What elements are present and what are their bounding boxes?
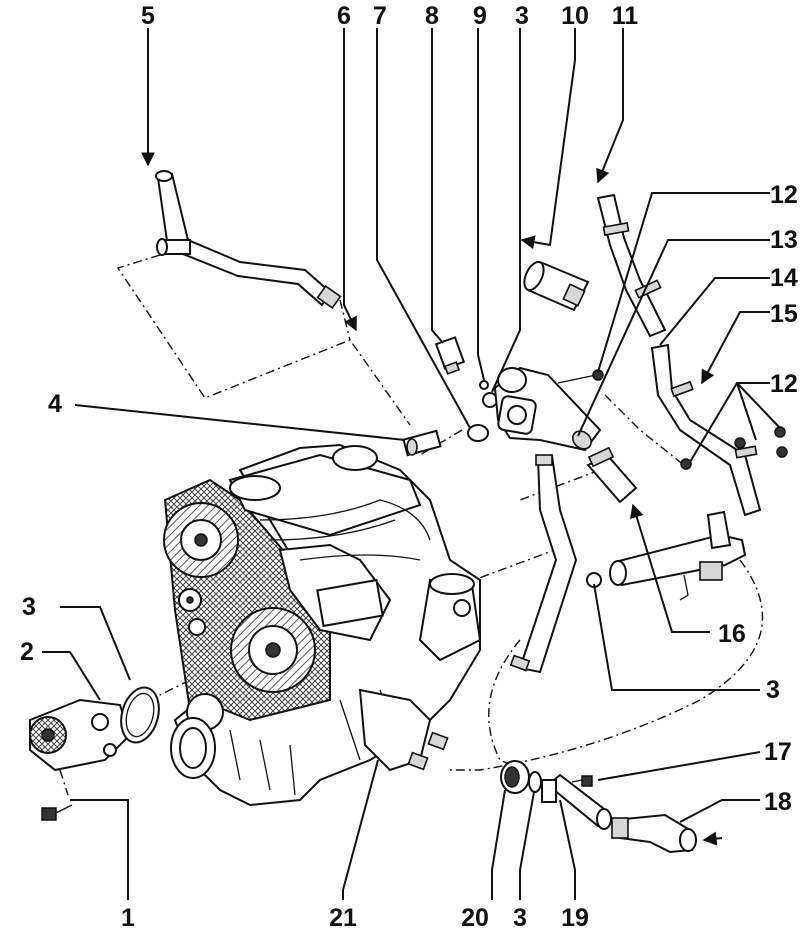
callout-16: 16 — [718, 620, 746, 648]
callout-4: 4 — [48, 390, 62, 418]
gasket-3 — [120, 686, 160, 744]
coolant-flange-13 — [493, 366, 602, 452]
callout-3-bottom: 3 — [513, 904, 527, 932]
callout-8: 8 — [425, 2, 439, 30]
callout-1: 1 — [121, 904, 135, 932]
callout-5: 5 — [141, 2, 155, 30]
callout-14: 14 — [770, 264, 798, 292]
sender-10 — [523, 260, 590, 312]
callout-9: 9 — [473, 2, 487, 30]
tension-pulley — [178, 588, 206, 636]
seal-7 — [467, 424, 489, 442]
callout-3-left: 3 — [22, 593, 36, 621]
hose-14-15 — [650, 343, 762, 517]
callout-6: 6 — [337, 2, 351, 30]
injection-pump-gear — [230, 607, 316, 693]
callout-13: 13 — [770, 226, 798, 254]
bolt-1 — [41, 804, 73, 821]
callout-20: 20 — [461, 904, 489, 932]
engine-block — [163, 443, 482, 807]
bolt-12 — [557, 369, 788, 470]
callout-10: 10 — [561, 2, 589, 30]
callout-17: 17 — [764, 738, 792, 766]
callout-11: 11 — [612, 2, 639, 30]
callout-2: 2 — [20, 638, 34, 666]
callout-3-top: 3 — [515, 2, 529, 30]
callout-7: 7 — [373, 2, 387, 30]
camshaft-gear — [163, 502, 239, 578]
hose-16 — [586, 446, 638, 504]
leader-lines — [42, 28, 781, 900]
pipe-19 — [541, 773, 612, 830]
callout-3-right: 3 — [766, 676, 780, 704]
callout-18: 18 — [764, 788, 792, 816]
coolant-pipe-right — [586, 510, 747, 601]
callout-19: 19 — [561, 904, 589, 932]
water-pump-2 — [29, 698, 132, 772]
callout-labels: 5 6 7 8 9 3 10 11 12 13 14 15 12 4 3 2 1… — [20, 2, 798, 932]
callout-12-top: 12 — [770, 181, 798, 209]
callout-12-right: 12 — [770, 370, 798, 398]
fitting-4 — [402, 429, 442, 457]
flange-20 — [500, 760, 530, 794]
sender-8 — [434, 336, 466, 375]
middle-hose — [509, 454, 578, 674]
assembly-guide-lines — [59, 254, 764, 796]
oring-3-bottom — [528, 771, 542, 793]
coolant-housing-21 — [358, 688, 449, 772]
callout-21: 21 — [329, 904, 357, 932]
hose-11 — [596, 193, 667, 338]
callout-15: 15 — [770, 300, 798, 328]
hose-18 — [611, 813, 697, 854]
t-pipe-5-6 — [155, 170, 342, 310]
bolt-17 — [571, 775, 593, 787]
